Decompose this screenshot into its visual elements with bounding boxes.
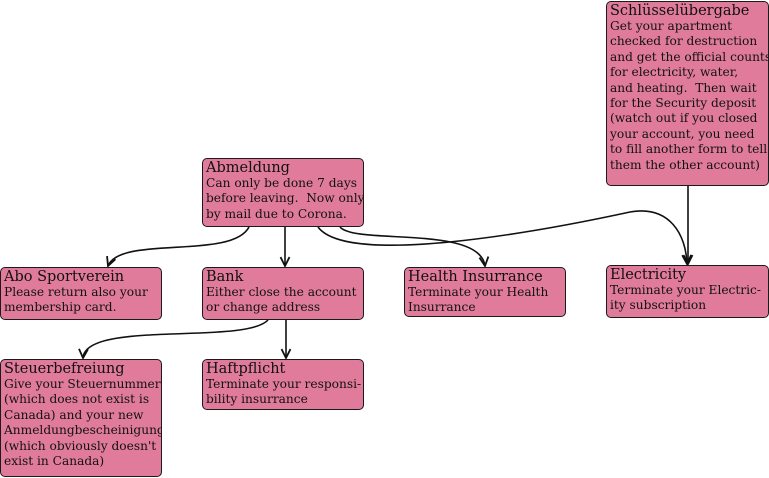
node-abo-sportverein-body: Please return also your membership card. (4, 285, 148, 315)
node-haftpflicht: Haftpflicht Terminate your responsi- bil… (202, 359, 364, 410)
node-bank: Bank Either close the account or change … (202, 267, 364, 320)
node-bank-body: Either close the account or change addre… (206, 285, 357, 315)
node-haftpflicht-body: Terminate your responsi- bility insurran… (206, 377, 362, 407)
node-electricity-body: Terminate your Electric- ity subscriptio… (610, 283, 761, 313)
node-bank-title: Bank (206, 269, 244, 285)
node-health-insurrance-body: Terminate your Health Insurrance (408, 285, 549, 315)
node-health-insurrance: Health Insurrance Terminate your Health … (404, 267, 566, 317)
node-health-insurrance-title: Health Insurrance (408, 269, 543, 285)
node-steuerbefreiung-title: Steuerbefreiung (4, 361, 125, 377)
node-abmeldung-body: Can only be done 7 days before leaving. … (206, 176, 364, 221)
edge-abmeldung-to-abo (108, 226, 250, 266)
node-haftpflicht-title: Haftpflicht (206, 361, 286, 377)
edge-abmeldung-to-health (339, 226, 485, 266)
edge-abmeldung-to-electricity (317, 210, 687, 264)
node-schluesseluebergabe-body: Get your apartment checked for destructi… (610, 19, 769, 172)
node-abo-sportverein-title: Abo Sportverein (4, 269, 125, 285)
edge-bank-to-steuer (83, 319, 269, 358)
node-electricity: Electricity Terminate your Electric- ity… (606, 265, 769, 318)
node-steuerbefreiung: Steuerbefreiung Give your Steuernummer (… (0, 359, 162, 477)
node-abmeldung: Abmeldung Can only be done 7 days before… (202, 158, 364, 227)
node-electricity-title: Electricity (610, 267, 687, 283)
node-steuerbefreiung-body: Give your Steuernummer (which does not e… (4, 377, 162, 469)
node-abo-sportverein: Abo Sportverein Please return also your … (0, 267, 162, 320)
node-schluesseluebergabe-title: Schlüsselübergabe (610, 3, 750, 19)
node-schluesseluebergabe: Schlüsselübergabe Get your apartment che… (606, 1, 769, 186)
node-abmeldung-title: Abmeldung (206, 160, 290, 176)
